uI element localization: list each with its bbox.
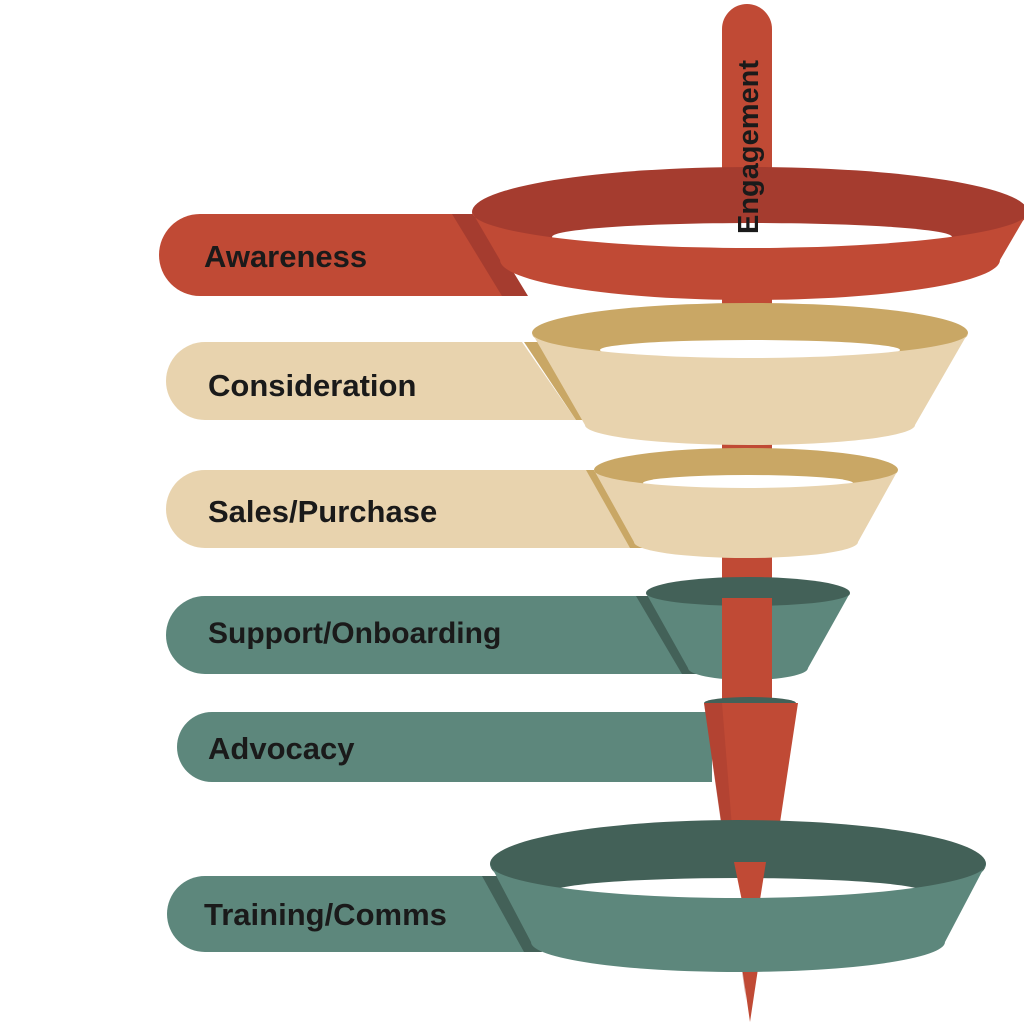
stage-sales-purchase: Sales/Purchase [166,448,898,558]
stage-support-onboarding: Support/Onboarding [166,577,850,680]
stage-tab [166,470,634,548]
stage-consideration: Consideration [166,303,968,445]
stage-tab [159,214,520,296]
funnel-ring-back [646,577,850,609]
funnel-ring-opening [552,223,952,251]
stage-advocacy: Advocacy [177,712,712,782]
stage-tab [167,876,528,952]
stage-awareness: Awareness [159,167,1024,300]
funnel-ring-front [532,333,968,445]
stage-tab [166,596,688,674]
funnel-ring-front [472,212,1024,300]
stage-label: Training/Comms [204,897,447,932]
engagement-label: Engagement [733,60,765,234]
funnel-ring-front [594,470,898,558]
stage-training-comms: Training/Comms [167,820,986,972]
stage-label: Advocacy [208,731,355,766]
stage-tab-fold [452,214,528,296]
engagement-arrow-shaft-lower [722,598,772,700]
funnel-ring-front [490,864,986,972]
stage-tab [177,712,712,782]
stage-label: Sales/Purchase [208,494,437,529]
stage-tab [166,342,576,420]
funnel-ring-opening [600,340,900,360]
stage-label: Awareness [204,239,367,274]
stage-label: Support/Onboarding [208,617,501,650]
stage-label: Consideration [208,368,416,403]
